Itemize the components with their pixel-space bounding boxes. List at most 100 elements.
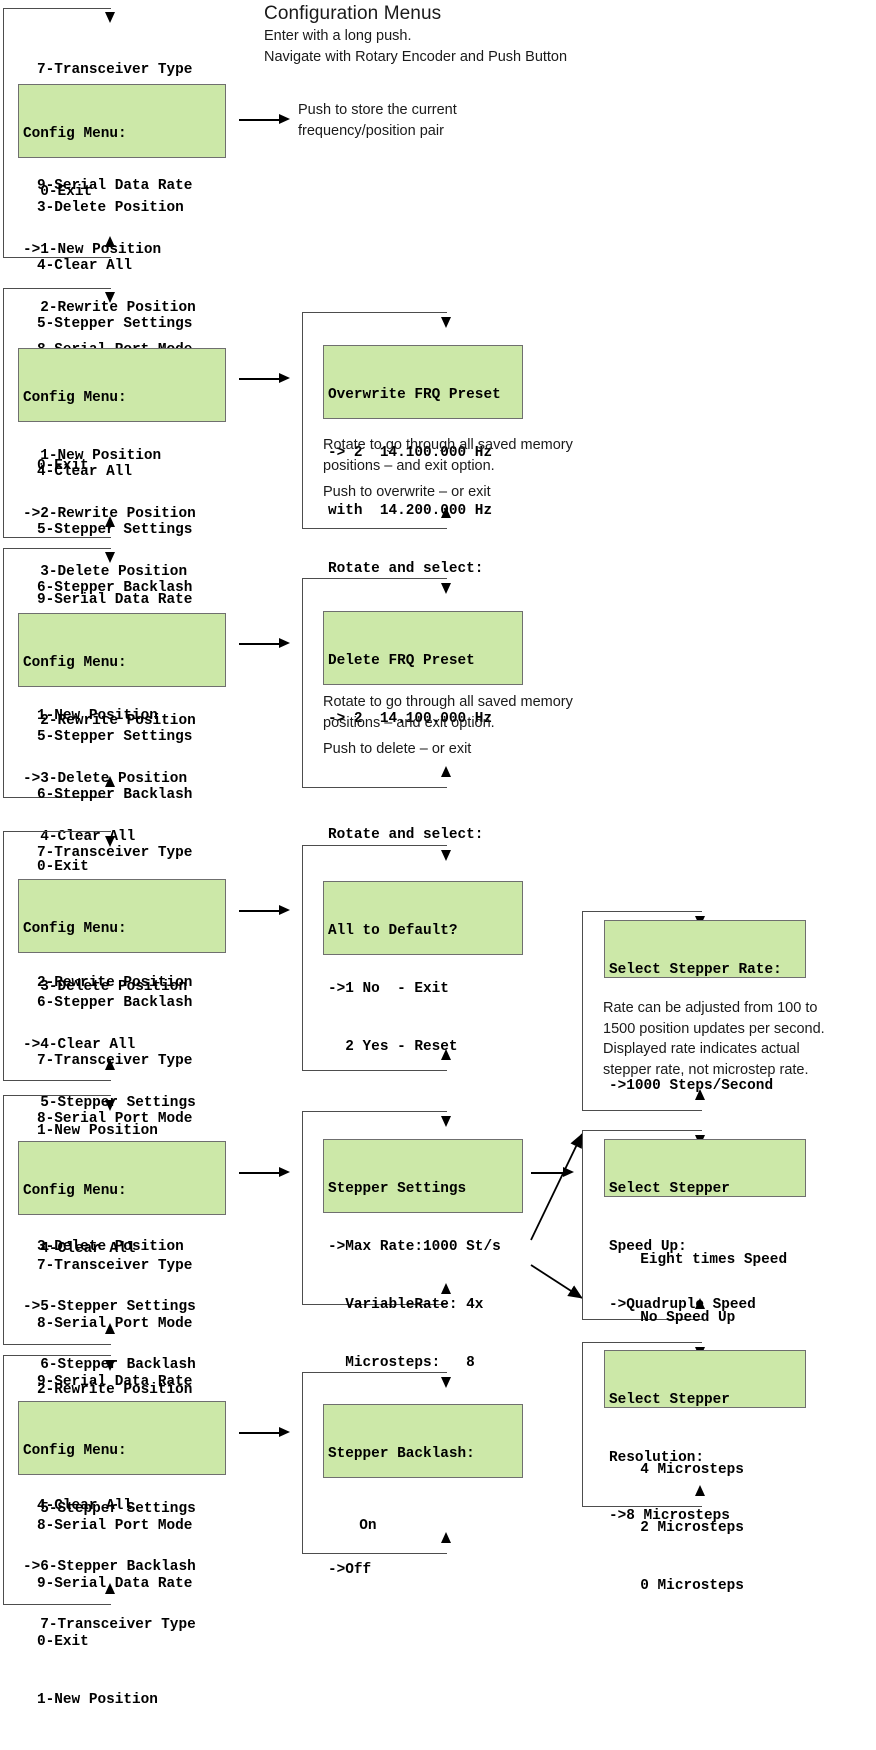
lcd-line: 6-Stepper Backlash — [23, 1357, 196, 1374]
menu-item: 1-New Position — [37, 708, 158, 725]
menu-item: 9-Serial Data Rate — [37, 591, 193, 608]
menu-item: 7-Transceiver Type — [37, 845, 193, 862]
lcd-line: Delete FRQ Preset — [328, 652, 475, 669]
note-line: stepper rate, not microstep rate. — [603, 1061, 809, 1078]
menu-item: On — [342, 1517, 377, 1534]
arrow-head-rewrite-position — [279, 373, 290, 383]
note-overwrite: Rotate to go through all saved memory po… — [323, 435, 663, 503]
loop-frame-stepper-speed — [582, 1130, 702, 1320]
lcd-screen-all-to-default[interactable]: All to Default? ->1 No - Exit 2 Yes - Re… — [323, 881, 523, 1055]
loop-arrow-up-rewrite-position — [105, 516, 115, 527]
lcd-screen-backlash-detail[interactable]: Stepper Backlash: ->Off — [323, 1404, 523, 1578]
arrow-head-clear-all — [279, 905, 290, 915]
loop-frame-new-position — [3, 8, 111, 258]
note-delete: Rotate to go through all saved memory po… — [323, 692, 663, 760]
loop-arrow-up-stepper-rate — [695, 1089, 705, 1100]
menu-item: 9-Serial Data Rate — [37, 1576, 193, 1593]
arrow-line-rewrite-position — [239, 378, 283, 380]
note-new-position: Push to store the current frequency/posi… — [298, 100, 598, 141]
loop-arrow-down-stepper-settings — [105, 1100, 115, 1111]
menu-item: 0-Exit — [37, 458, 89, 475]
lcd-line: Resolution: — [609, 1450, 704, 1467]
note-line: Push to store the current — [298, 102, 457, 118]
lcd-line: VariableRate: 4x — [328, 1297, 484, 1314]
menu-item: 8-Serial Port Mode — [37, 1517, 193, 1534]
lcd-line: Speed Up: — [609, 1239, 687, 1256]
menu-item: 1-New Position — [37, 1692, 158, 1709]
lcd-line: Config Menu: — [23, 389, 127, 406]
note-line: Rotate to go through all saved memory — [323, 694, 573, 710]
menu-item: 3-Delete Position — [37, 199, 184, 216]
menu-item: Eight times Speed — [623, 1251, 788, 1268]
loop-frame-delete-detail — [302, 578, 447, 788]
note-line: Rotate to go through all saved memory — [323, 437, 573, 453]
lcd-line-selected: ->Max Rate:1000 St/s — [328, 1239, 501, 1256]
lcd-line: 2 Yes - Reset — [328, 1039, 458, 1056]
fanout-arrows-stepper — [530, 1133, 583, 1299]
lcd-line-selected: -> 2 14.100.000 Hz — [328, 711, 493, 728]
menu-item: 4 Microsteps — [623, 1461, 744, 1478]
note-line: Rate can be adjusted from 100 to — [603, 1000, 818, 1016]
menu-item: 0 Microsteps — [623, 1578, 744, 1595]
lcd-screen-delete-frq[interactable]: Delete FRQ Preset -> 2 14.100.000 Hz Rot… — [323, 611, 523, 843]
loop-frame-delete-position — [3, 548, 111, 798]
loop-arrow-down-default — [441, 850, 451, 861]
loop-arrow-up-backlash-detail — [441, 1532, 451, 1543]
arrow-line-stepper-backlash — [239, 1432, 283, 1434]
lcd-line-selected: ->1 No - Exit — [328, 981, 449, 998]
menu-extra-stepper-resolution: 4 Microsteps 2 Microsteps 0 Microsteps — [604, 1422, 744, 1635]
lcd-line — [326, 768, 520, 787]
lcd-line: All to Default? — [328, 922, 458, 939]
lcd-screen-stepper-backlash[interactable]: Config Menu: 5-Stepper Settings ->6-Step… — [18, 1401, 226, 1633]
loop-arrow-up-delete-detail — [441, 766, 451, 777]
menu-item: 2 Microsteps — [623, 1520, 744, 1537]
diagram-canvas: Configuration Menus Enter with a long pu… — [3, 2, 825, 1708]
menu-extra-backlash: On — [323, 1478, 377, 1575]
lcd-line: 1-New Position — [23, 448, 162, 465]
loop-frame-stepper-settings-detail — [302, 1111, 447, 1305]
loop-arrow-down-backlash-detail — [441, 1377, 451, 1388]
lcd-line: Config Menu: — [23, 920, 127, 937]
lcd-line: Config Menu: — [23, 654, 127, 671]
arrow-head-stepper-backlash — [279, 1427, 290, 1437]
lcd-screen-rewrite-position[interactable]: Config Menu: 1-New Position ->2-Rewrite … — [18, 348, 226, 580]
lcd-screen-new-position[interactable]: Config Menu: 0-Exit ->1-New Position 2-R… — [18, 84, 226, 316]
lcd-line: with 14.200.000 Hz — [328, 503, 493, 520]
loop-arrow-up-stepper-speed — [695, 1298, 705, 1309]
header-block: Configuration Menus Enter with a long pu… — [264, 2, 684, 68]
lcd-line-selected: ->1000 Steps/Second — [609, 1078, 774, 1095]
lcd-screen-stepper-speed-up[interactable]: Select Stepper Speed Up: ->Quadruple Spe… — [604, 1139, 806, 1313]
lcd-line: Stepper Settings — [328, 1180, 467, 1197]
loop-arrow-up-stepper-backlash — [105, 1583, 115, 1594]
lcd-line: Config Menu: — [23, 1182, 127, 1199]
menu-item: 5-Stepper Settings — [37, 728, 193, 745]
lcd-line-selected: ->Off — [328, 1562, 372, 1579]
arrow-head-delete-position — [279, 638, 290, 648]
menu-item: 0-Exit — [37, 1634, 89, 1651]
menu-below-stepper-backlash: 8-Serial Port Mode 9-Serial Data Rate 0-… — [18, 1478, 192, 1750]
note-line: 1500 position updates per second. — [603, 1020, 825, 1037]
lcd-line: 4-Clear All — [23, 1241, 136, 1258]
loop-arrow-down-delete-detail — [441, 583, 451, 594]
menu-item: 6-Stepper Backlash — [37, 994, 193, 1011]
lcd-line-selected: ->Quadruple Speed — [609, 1297, 756, 1314]
lcd-screen-stepper-resolution[interactable]: Select Stepper Resolution: ->8 Microstep… — [604, 1350, 806, 1524]
note-line: Displayed rate indicates actual — [603, 1041, 800, 1057]
lcd-screen-stepper-rate[interactable]: Select Stepper Rate: ->1000 Steps/Second — [604, 920, 806, 1094]
menu-item: 4-Clear All — [37, 1498, 132, 1515]
lcd-screen-delete-position[interactable]: Config Menu: 2-Rewrite Position ->3-Dele… — [18, 613, 226, 845]
loop-frame-stepper-rate — [582, 911, 702, 1111]
menu-item: 2-Rewrite Position — [37, 975, 193, 992]
lcd-line: Overwrite FRQ Preset — [328, 386, 501, 403]
lcd-screen-clear-all[interactable]: Config Menu: 3-Delete Position ->4-Clear… — [18, 879, 226, 1111]
menu-item: 9-Serial Data Rate — [37, 178, 193, 195]
menu-item: 2-Rewrite Position — [37, 1381, 193, 1398]
loop-frame-stepper-resolution — [582, 1342, 702, 1507]
lcd-line: 2-Rewrite Position — [23, 713, 196, 730]
menu-item: No Speed Up — [623, 1310, 736, 1327]
menu-item: 6-Stepper Backlash — [37, 580, 193, 597]
lcd-screen-stepper-settings[interactable]: Config Menu: 4-Clear All ->5-Stepper Set… — [18, 1141, 226, 1373]
lcd-screen-overwrite-frq[interactable]: Overwrite FRQ Preset -> 2 14.100.000 Hz … — [323, 345, 523, 577]
lcd-screen-stepper-settings-detail[interactable]: Stepper Settings ->Max Rate:1000 St/s Va… — [323, 1139, 523, 1371]
header-line-1: Enter with a long push. — [264, 28, 412, 44]
